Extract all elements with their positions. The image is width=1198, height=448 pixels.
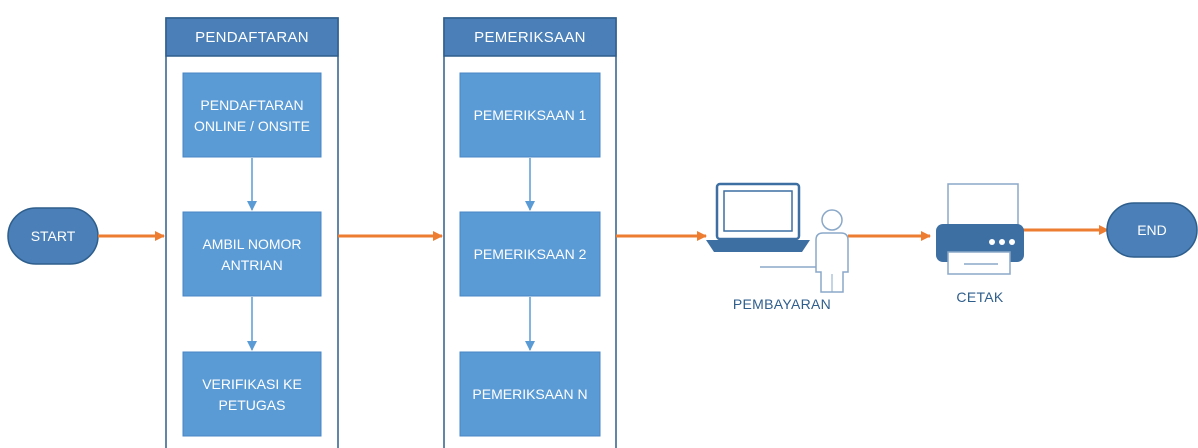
cetak-label: CETAK: [956, 289, 1003, 305]
cetak-node: CETAK: [936, 183, 1024, 305]
end-node: END: [1106, 202, 1198, 258]
start-label: START: [31, 228, 76, 244]
lane-pemeriksaan: PEMERIKSAAN PEMERIKSAAN 1 PEMERIKSAAN 2 …: [443, 17, 617, 448]
step-ambil-nomor: [182, 211, 322, 297]
step-label-ambil-nomor-2: ANTRIAN: [221, 257, 282, 273]
step-label-pemeriksaan-1: PEMERIKSAAN 1: [474, 107, 587, 123]
lane-header-pendaftaran: [165, 17, 339, 57]
pembayaran-node: PEMBAYARAN: [706, 182, 849, 312]
lane-title-pemeriksaan: PEMERIKSAAN: [474, 29, 586, 46]
end-label: END: [1137, 222, 1167, 238]
step-label-pemeriksaan-2: PEMERIKSAAN 2: [474, 246, 587, 262]
pembayaran-label: PEMBAYARAN: [733, 296, 831, 312]
step-pemeriksaan-n: [459, 351, 601, 437]
lane-pendaftaran: PENDAFTARAN PENDAFTARAN ONLINE / ONSITE …: [165, 17, 339, 448]
step-label-verifikasi-2: PETUGAS: [219, 397, 286, 413]
lane-title-pendaftaran: PENDAFTARAN: [195, 29, 309, 46]
step-pendaftaran-online: [182, 72, 322, 158]
lane-header-pemeriksaan: [443, 17, 617, 57]
step-label-pemeriksaan-n: PEMERIKSAAN N: [472, 386, 587, 402]
printer-icon: [936, 183, 1024, 275]
step-pemeriksaan-1: [459, 72, 601, 158]
laptop-icon: [706, 182, 822, 268]
step-verifikasi: [182, 351, 322, 437]
step-label-pendaftaran-online-2: ONLINE / ONSITE: [194, 118, 310, 134]
start-node: START: [7, 207, 99, 265]
step-label-ambil-nomor-1: AMBIL NOMOR: [202, 236, 301, 252]
step-pemeriksaan-2: [459, 211, 601, 297]
step-label-pendaftaran-online-1: PENDAFTARAN: [200, 97, 303, 113]
person-icon: [815, 209, 849, 293]
step-label-verifikasi-1: VERIFIKASI KE: [202, 376, 302, 392]
